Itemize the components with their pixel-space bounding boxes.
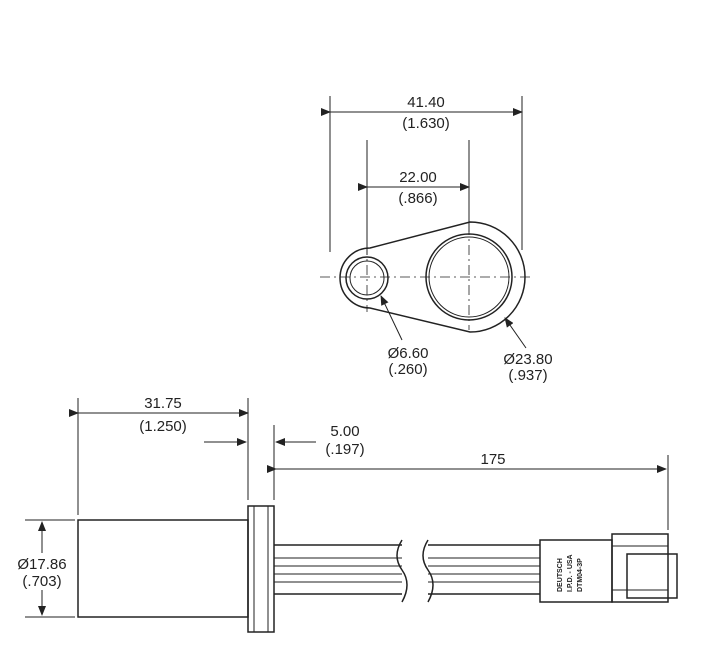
dim-small-hole-in: (.260) [388,361,427,378]
dim-large-hole-mm: Ø23.80 [503,351,552,368]
dim-overall-width-mm: 41.40 [407,94,445,111]
sensor-flange [247,505,275,633]
dim-flange-offset-mm: 5.00 [330,423,359,440]
dim-cable-length-mm: 175 [480,451,505,468]
flange-outline [339,221,526,333]
cable [274,539,540,603]
dim-body-length-in: (1.250) [139,418,187,435]
sensor-side-view: DEUTSCH I.P.D. - USA DTM04-3P 31.75 (1.2… [17,395,678,633]
connector: DEUTSCH I.P.D. - USA DTM04-3P [539,533,678,603]
sensor-body [77,519,249,618]
dim-hole-spacing-mm: 22.00 [399,169,437,186]
dim-body-diameter-mm: Ø17.86 [17,556,66,573]
flange-view: 41.40 (1.630) 22.00 (.866) Ø6.60 (.260) … [320,94,553,384]
dim-body-diameter-in: (.703) [22,573,61,590]
dim-body-length-mm: 31.75 [144,395,182,412]
dim-overall-width-in: (1.630) [402,115,450,132]
connector-label-3: DTM04-3P [577,558,584,592]
dim-flange-offset-in: (.197) [325,441,364,458]
dim-large-hole-in: (.937) [508,367,547,384]
dim-hole-spacing-in: (.866) [398,190,437,207]
dim-small-hole-mm: Ø6.60 [388,345,429,362]
connector-label-2: I.P.D. - USA [567,554,574,592]
connector-label-1: DEUTSCH [557,558,564,592]
